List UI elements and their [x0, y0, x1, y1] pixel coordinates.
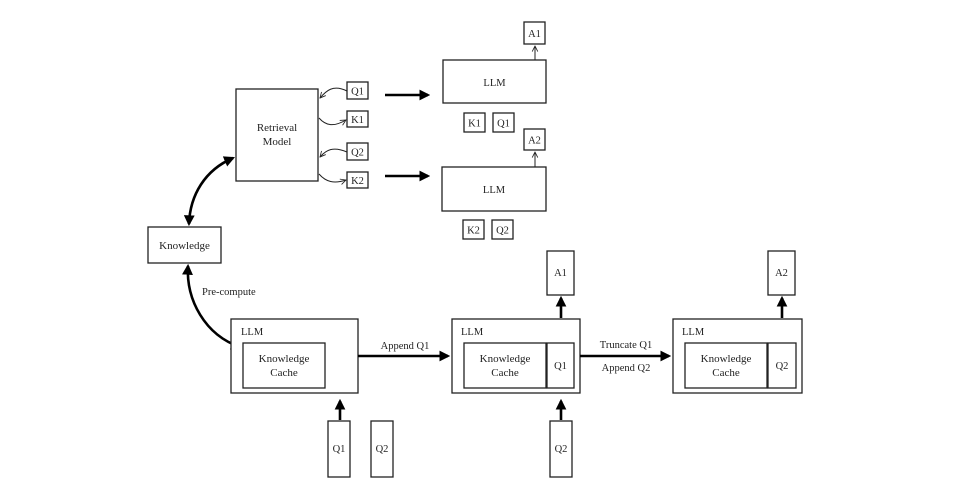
svg-text:A1: A1 [528, 29, 541, 40]
svg-text:K2: K2 [467, 226, 480, 237]
knowledge-box: Knowledge [147, 226, 222, 264]
retriever-to-k1-arrow [318, 117, 346, 125]
answer-a1-node: A1 [523, 21, 546, 45]
query-q1-node: Q1 [346, 81, 369, 100]
llm1-input-q1: Q1 [492, 112, 515, 133]
svg-text:K2: K2 [351, 176, 364, 187]
stage3-q2-slot: Q2 [767, 342, 797, 389]
append-q1-label: Append Q1 [381, 341, 430, 352]
svg-text:Q2: Q2 [555, 444, 568, 455]
svg-text:Q1: Q1 [497, 119, 510, 130]
truncate-q1-label: Truncate Q1 [600, 340, 652, 351]
llm2-input-q2: Q2 [491, 219, 514, 240]
svg-text:K1: K1 [468, 119, 481, 130]
stage3-answer-a2: A2 [767, 250, 796, 296]
stage1-knowledge-cache: Knowledge Cache [242, 342, 326, 389]
precompute-arrow [182, 263, 243, 350]
svg-text:LLM: LLM [483, 78, 506, 89]
knowledge-k2-node: K2 [346, 171, 369, 189]
stage3-llm-label: LLM [682, 327, 705, 338]
retrieval-model-box: Retrieval Model [235, 88, 319, 182]
retrieval-model-label-line2: Model [263, 136, 292, 148]
top-llm-2-box: LLM [441, 166, 547, 212]
svg-text:LLM: LLM [483, 185, 506, 196]
retrieval-model-label-line1: Retrieval [257, 122, 297, 134]
top-llm-1-box: LLM [442, 59, 547, 104]
svg-text:Knowledge: Knowledge [701, 353, 752, 365]
svg-text:Knowledge: Knowledge [159, 240, 210, 252]
svg-text:Q2: Q2 [776, 361, 789, 372]
svg-text:Cache: Cache [270, 367, 298, 379]
precompute-label: Pre-compute [202, 287, 256, 298]
svg-text:A2: A2 [775, 268, 788, 279]
stage1-llm-label: LLM [241, 327, 264, 338]
stage3-knowledge-cache: Knowledge Cache [684, 342, 768, 389]
append-q2-label: Append Q2 [602, 363, 651, 374]
svg-text:Q2: Q2 [496, 226, 509, 237]
svg-text:Q2: Q2 [351, 148, 364, 159]
knowledge-retriever-bidirectional-arrow [183, 156, 236, 227]
stage1-queue-q1: Q1 [327, 420, 351, 478]
llm1-input-k1: K1 [463, 112, 486, 133]
svg-text:K1: K1 [351, 115, 364, 126]
svg-text:Q1: Q1 [351, 87, 364, 98]
llm2-input-k2: K2 [462, 219, 485, 240]
retriever-to-k2-arrow [318, 173, 346, 182]
stage2-knowledge-cache: Knowledge Cache [463, 342, 547, 389]
svg-text:Q2: Q2 [376, 444, 389, 455]
stage2-llm-label: LLM [461, 327, 484, 338]
answer-a2-node: A2 [523, 128, 546, 151]
q1-to-retriever-arrow [320, 87, 348, 98]
query-q2-node: Q2 [346, 142, 369, 161]
svg-text:Q1: Q1 [554, 361, 567, 372]
stage2-q1-slot: Q1 [546, 342, 575, 389]
svg-text:Knowledge: Knowledge [259, 353, 310, 365]
svg-text:A2: A2 [528, 136, 541, 147]
stage2-answer-a1: A1 [546, 250, 575, 296]
svg-text:Cache: Cache [491, 367, 519, 379]
stage1-queue-q2: Q2 [370, 420, 394, 478]
svg-text:Cache: Cache [712, 367, 740, 379]
q2-to-retriever-arrow [320, 148, 348, 157]
svg-text:Knowledge: Knowledge [480, 353, 531, 365]
svg-text:Q1: Q1 [333, 444, 346, 455]
svg-text:A1: A1 [554, 268, 567, 279]
knowledge-k1-node: K1 [346, 110, 369, 128]
stage2-input-q2: Q2 [549, 420, 573, 478]
